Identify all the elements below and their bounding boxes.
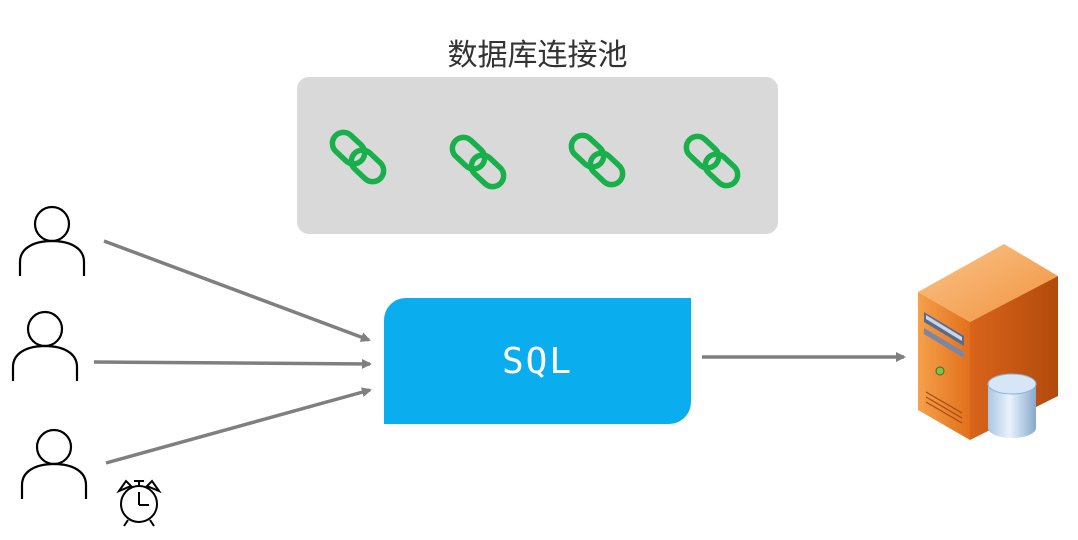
chain-link-icon	[449, 134, 507, 190]
person-outline-icon	[11, 310, 79, 381]
chain-link-icon	[683, 133, 741, 189]
pool-title: 数据库连接池	[447, 38, 628, 73]
chain-link-icon	[329, 129, 387, 185]
sql-label: SQL	[501, 340, 574, 382]
chain-link-icon	[568, 132, 626, 188]
user-1-to-sql-arrow	[103, 239, 371, 342]
alarm-clock-icon	[116, 479, 162, 527]
user-3-to-sql-arrow	[105, 387, 372, 465]
person-outline-icon	[20, 428, 88, 499]
person-outline-icon	[18, 205, 86, 276]
sql-box: SQL	[384, 298, 691, 424]
database-server-icon	[918, 244, 1058, 440]
connection-pool-box	[297, 77, 778, 234]
user-2-to-sql-arrow	[93, 358, 372, 369]
